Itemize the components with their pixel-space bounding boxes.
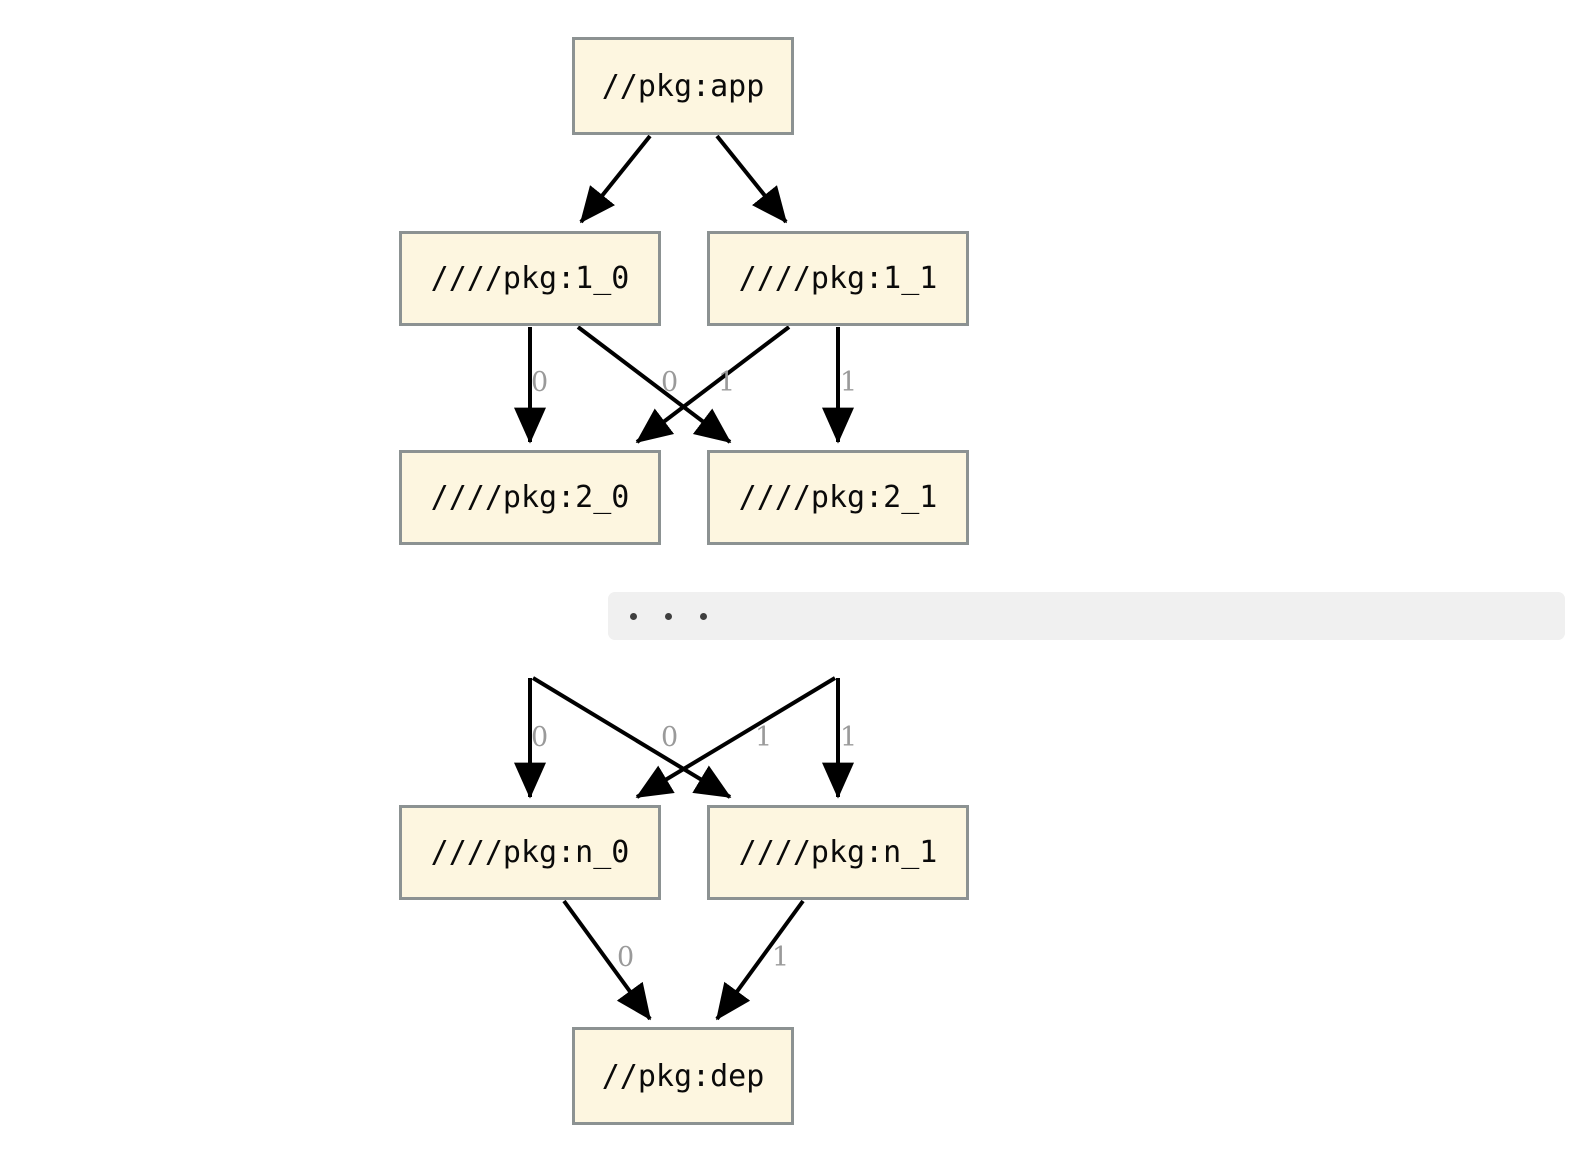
edge-label: 1 xyxy=(718,367,736,398)
edge-1_1-to-2_0 xyxy=(635,325,791,444)
node-app[interactable]: //pkg:app xyxy=(572,37,794,135)
edge-label: 1 xyxy=(755,722,773,753)
edge-app-to-1_1 xyxy=(715,134,788,224)
ellipsis-icon xyxy=(630,612,707,620)
ellipsis-dot xyxy=(665,612,672,620)
edge-above-to-n_0-cross xyxy=(635,676,837,799)
edge-label: 0 xyxy=(531,722,549,753)
node-pkg-2_0[interactable]: ////pkg:2_0 xyxy=(399,450,661,545)
node-label: //pkg:app xyxy=(601,68,765,104)
edge-label: 1 xyxy=(772,942,790,973)
edge-label: 0 xyxy=(661,367,679,398)
collapsed-section-band[interactable] xyxy=(608,592,1565,640)
edge-label: 0 xyxy=(661,722,679,753)
edge-label: 1 xyxy=(840,367,858,398)
edge-n_1-to-dep xyxy=(715,899,805,1021)
edge-above-to-n_1-cross xyxy=(531,676,732,799)
edge-1_0-to-2_1 xyxy=(576,325,732,444)
node-pkg-1_0[interactable]: ////pkg:1_0 xyxy=(399,231,661,326)
ellipsis-dot xyxy=(630,612,637,620)
node-label: ////pkg:1_1 xyxy=(738,261,938,296)
node-dep[interactable]: //pkg:dep xyxy=(572,1027,794,1125)
edge-label: 0 xyxy=(617,942,635,973)
node-pkg-n_1[interactable]: ////pkg:n_1 xyxy=(707,805,969,900)
ellipsis-dot xyxy=(700,612,707,620)
edge-label: 1 xyxy=(840,722,858,753)
edge-n_0-to-dep xyxy=(562,899,652,1021)
node-label: ////pkg:n_0 xyxy=(430,835,630,870)
node-label: ////pkg:2_1 xyxy=(738,480,938,515)
node-label: ////pkg:1_0 xyxy=(430,261,630,296)
edge-label: 0 xyxy=(531,367,549,398)
node-label: //pkg:dep xyxy=(601,1058,765,1094)
node-pkg-2_1[interactable]: ////pkg:2_1 xyxy=(707,450,969,545)
edge-app-to-1_0 xyxy=(579,134,652,224)
node-label: ////pkg:n_1 xyxy=(738,835,938,870)
node-pkg-n_0[interactable]: ////pkg:n_0 xyxy=(399,805,661,900)
node-pkg-1_1[interactable]: ////pkg:1_1 xyxy=(707,231,969,326)
node-label: ////pkg:2_0 xyxy=(430,480,630,515)
